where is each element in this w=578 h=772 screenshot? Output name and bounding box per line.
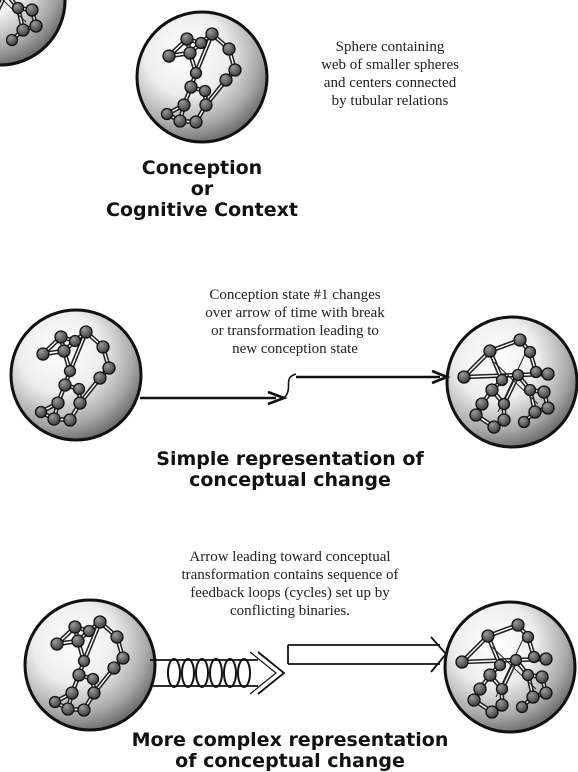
sphere-state-1-complex bbox=[25, 600, 155, 730]
feedback-arrow bbox=[150, 636, 448, 695]
caption-line: Cognitive Context bbox=[106, 199, 298, 221]
caption-line: conceptual change bbox=[189, 469, 391, 491]
note-line: web of smaller spheres bbox=[321, 57, 459, 73]
sphere-description: Sphere containing web of smaller spheres… bbox=[290, 38, 490, 110]
note-line: Arrow leading toward conceptual bbox=[189, 549, 391, 565]
complex-change-caption: More complex representation of conceptua… bbox=[120, 730, 460, 772]
note-line: conflicting binaries. bbox=[230, 603, 350, 619]
caption-line: or bbox=[190, 178, 214, 200]
note-line: and centers connected bbox=[323, 75, 457, 91]
caption-line: Simple representation of bbox=[156, 448, 424, 470]
complex-change-description: Arrow leading toward conceptual transfor… bbox=[140, 548, 440, 620]
feedback-loops bbox=[167, 658, 251, 688]
sphere-new-state bbox=[447, 317, 577, 447]
note-line: or transformation leading to bbox=[211, 323, 379, 339]
conception-caption: Conception or Cognitive Context bbox=[82, 158, 322, 221]
caption-line: of conceptual change bbox=[175, 750, 405, 772]
simple-change-caption: Simple representation of conceptual chan… bbox=[140, 449, 440, 491]
caption-line: Conception bbox=[141, 157, 263, 179]
simple-change-description: Conception state #1 changes over arrow o… bbox=[160, 286, 430, 358]
note-line: new conception state bbox=[232, 341, 358, 357]
caption-line: More complex representation bbox=[131, 729, 449, 751]
note-line: Conception state #1 changes bbox=[209, 287, 381, 303]
new-conception-sphere bbox=[0, 0, 67, 67]
time-arrow bbox=[140, 369, 451, 406]
note-line: feedback loops (cycles) set up by bbox=[190, 585, 390, 601]
sphere-state-1 bbox=[11, 310, 141, 440]
sphere-conception bbox=[137, 12, 267, 142]
sphere-new-state-complex bbox=[445, 602, 575, 732]
note-line: over arrow of time with break bbox=[205, 305, 385, 321]
note-line: transformation contains sequence of bbox=[181, 567, 399, 583]
note-line: Sphere containing bbox=[335, 39, 445, 55]
note-line: by tubular relations bbox=[331, 93, 449, 109]
